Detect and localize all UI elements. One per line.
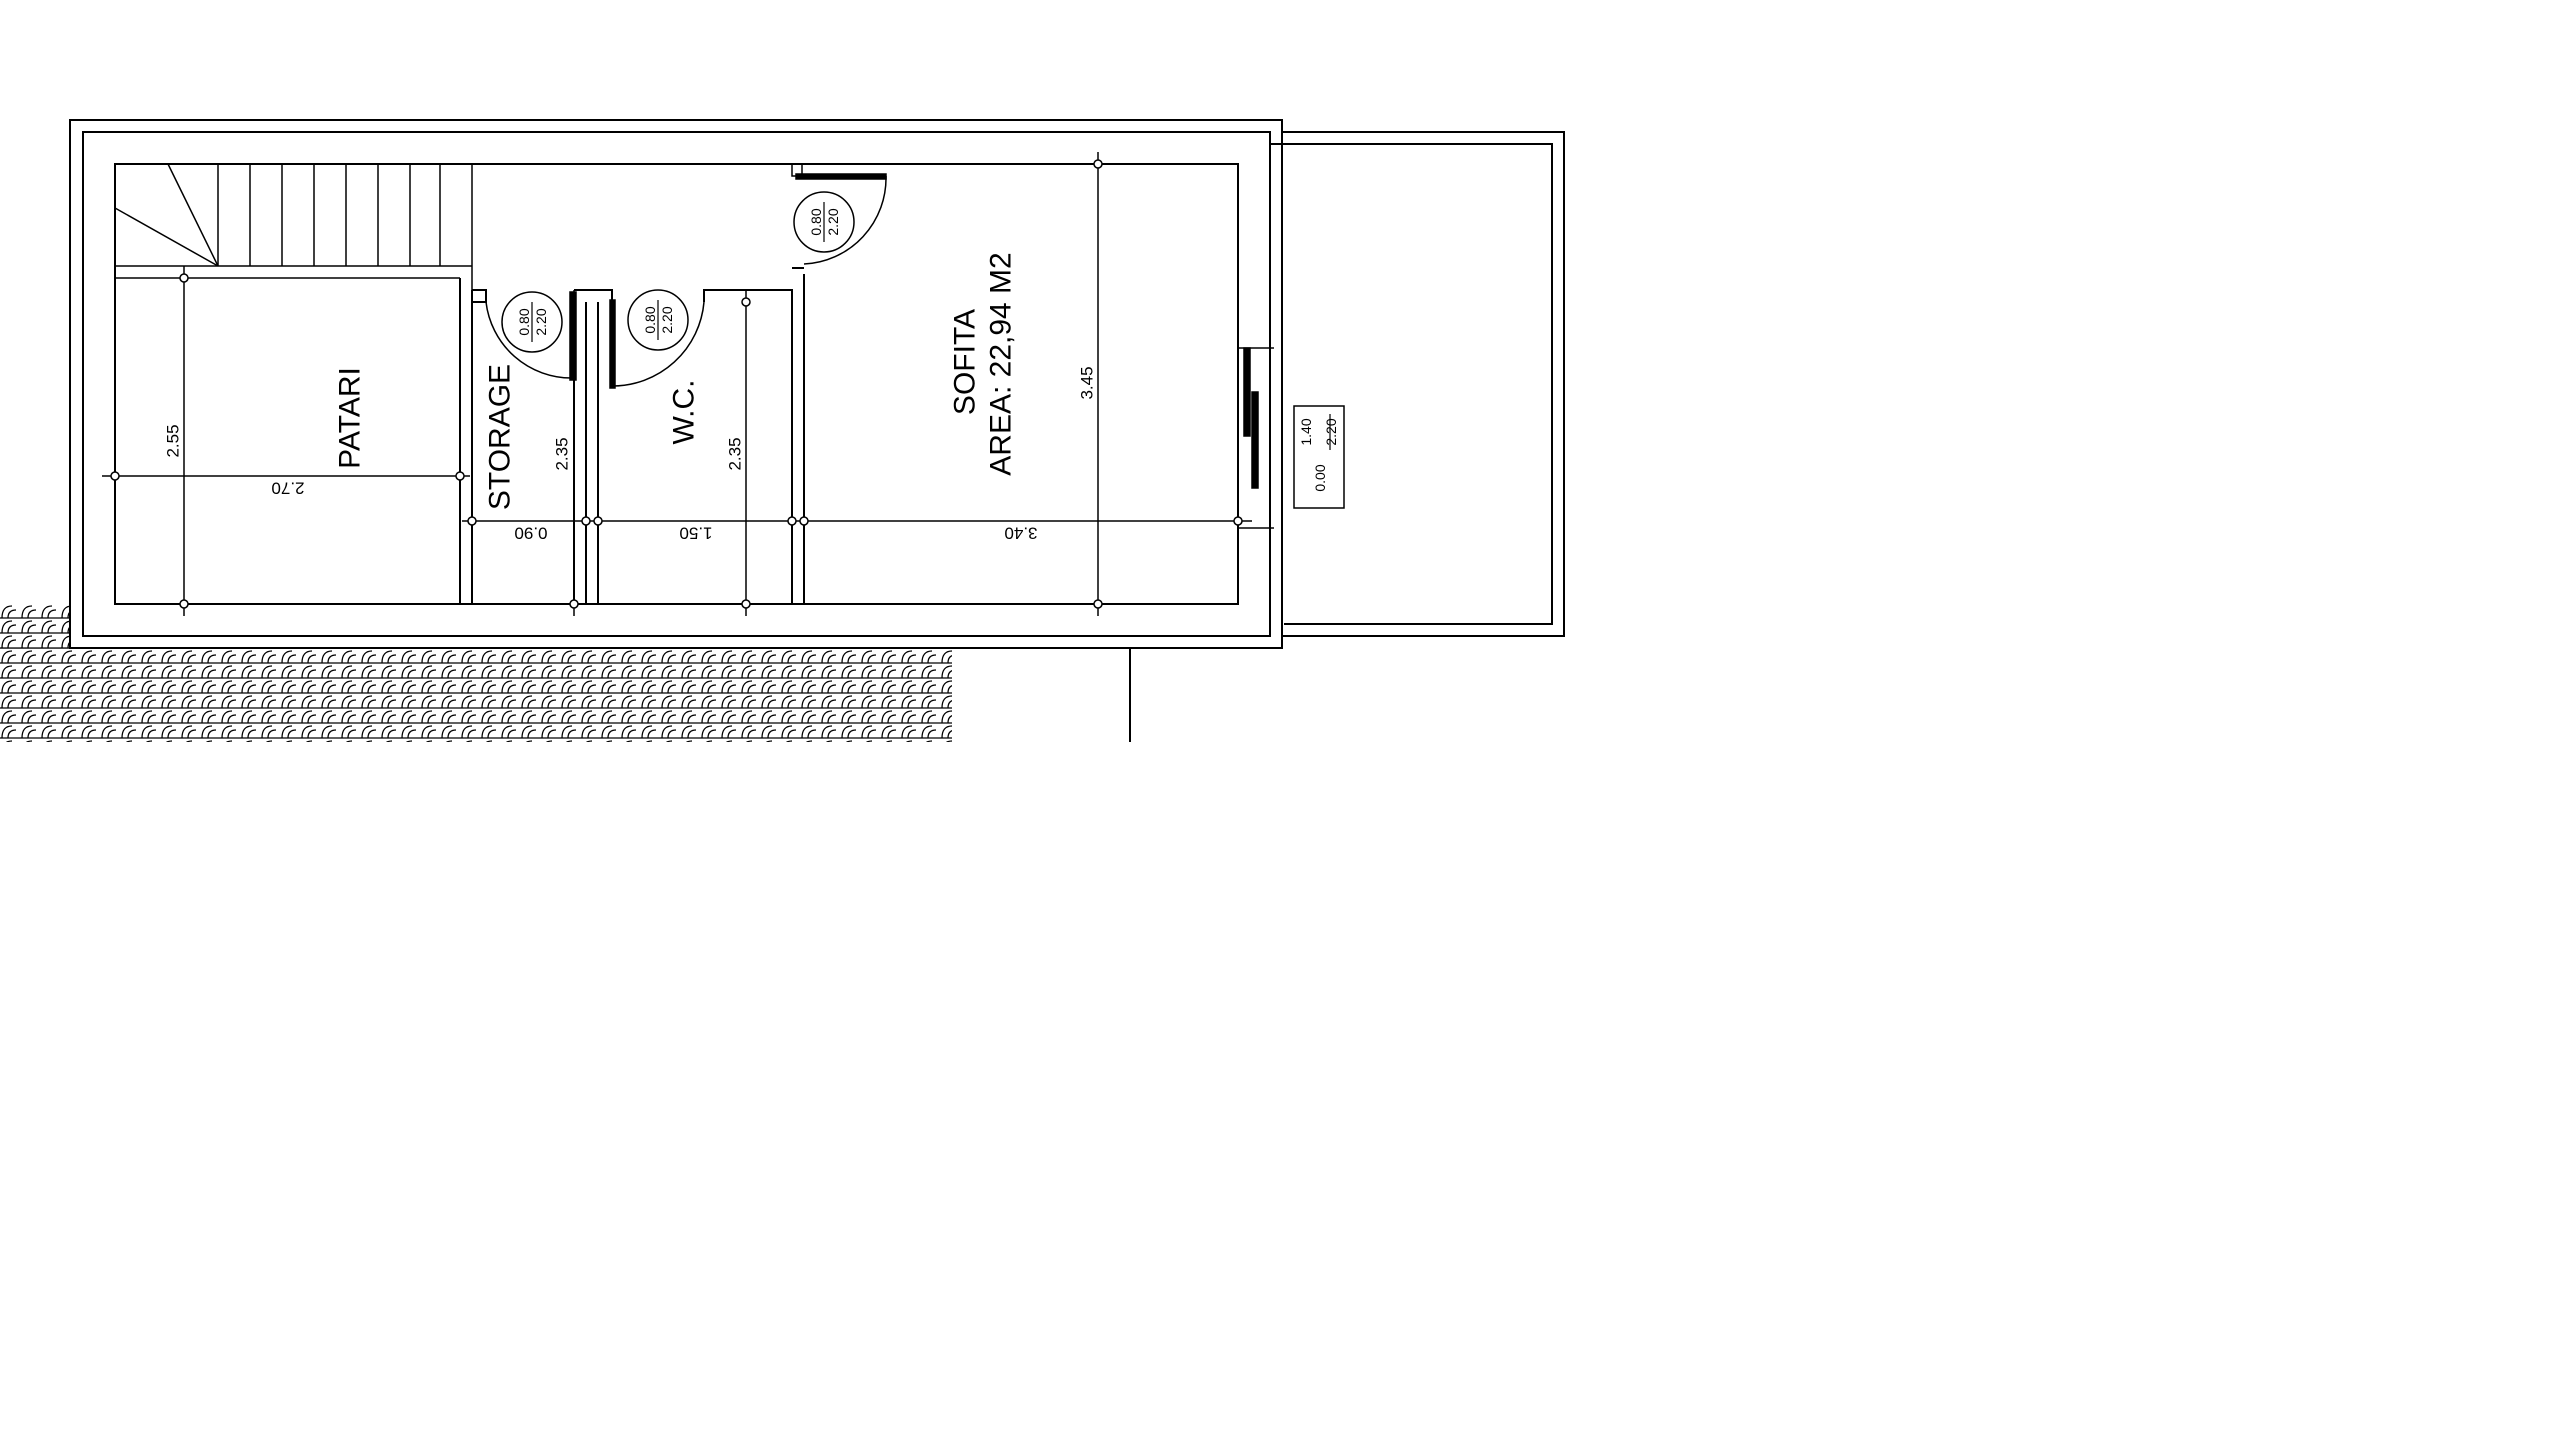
dim-sofita-depth: 3.45 [1078, 366, 1097, 399]
storage-door-height: 2.20 [533, 308, 549, 335]
sofita-door-height: 2.20 [825, 208, 841, 235]
room-label-sofita: SOFITA [949, 309, 982, 415]
dim-wc-width: 1.50 [679, 524, 712, 543]
door-tag-wc: 0.80 2.20 [627, 289, 689, 351]
dim-patari-width: 2.70 [271, 479, 304, 498]
dim-patari-depth: 2.55 [164, 424, 183, 457]
dim-sofita-width: 3.40 [1004, 524, 1037, 543]
window-tag: 0.00 1.40 2.20 [1293, 405, 1345, 509]
dimension-lines [102, 152, 1252, 616]
dim-storage-width: 0.90 [514, 524, 547, 543]
dim-wc-depth: 2.35 [726, 437, 745, 470]
storage-door-width: 0.80 [516, 308, 532, 335]
wc-door-width: 0.80 [642, 306, 658, 333]
door-swings [485, 163, 887, 389]
room-label-wc: W.C. [668, 380, 701, 445]
dim-storage-depth: 2.35 [553, 437, 572, 470]
wc-door-height: 2.20 [659, 306, 675, 333]
building-walls [69, 119, 1565, 742]
roof-tiles-hatch [0, 604, 952, 742]
door-tag-sofita: 0.80 2.20 [793, 191, 855, 253]
door-tag-storage: 0.80 2.20 [501, 291, 563, 353]
window-width: 1.40 [1298, 418, 1314, 445]
room-label-storage: STORAGE [484, 364, 517, 510]
staircase [114, 163, 473, 290]
room-label-patari: PATARI [334, 367, 367, 469]
balcony-window [1238, 347, 1274, 529]
floor-plan: 0.80 2.20 0.80 2.20 0.80 2.20 0.00 1.40 … [0, 119, 1565, 742]
sofita-door-width: 0.80 [808, 208, 824, 235]
window-sill-height: 0.00 [1312, 464, 1328, 491]
room-area-sofita: AREA: 22,94 M2 [985, 252, 1018, 475]
dimension-ticks [110, 159, 1243, 609]
window-height: 2.20 [1323, 418, 1339, 445]
